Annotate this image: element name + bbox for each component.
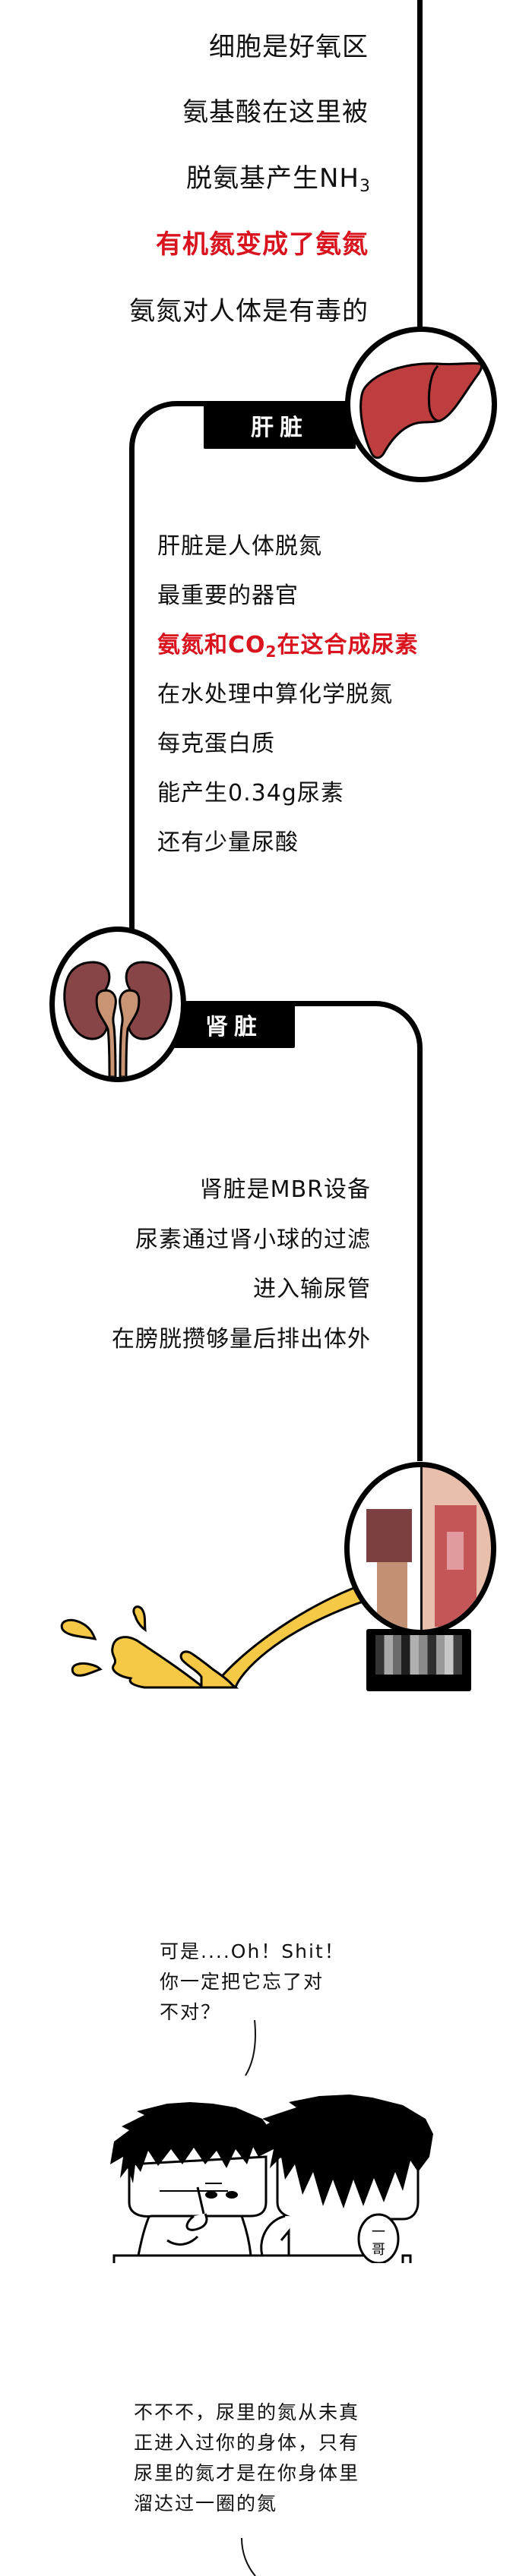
liver-icon xyxy=(359,361,483,459)
speech-bubble-1: 可是....Oh！Shit！ 你一定把它忘了对 不对？ xyxy=(160,1940,345,2023)
subscript: 2 xyxy=(265,642,277,661)
text-line: 进入输尿管 xyxy=(253,1276,371,1302)
flow-line xyxy=(417,0,423,346)
text-main: 脱氨基产生NH xyxy=(186,163,359,194)
kidney-icon xyxy=(63,961,173,1077)
kidney-label-text: 肾脏 xyxy=(205,1014,263,1040)
text-line: 每克蛋白质 xyxy=(157,731,275,757)
liver-label-text: 肝脏 xyxy=(251,414,309,441)
text-line: 氨氮对人体是有毒的 xyxy=(129,296,369,327)
text-line: 最重要的器官 xyxy=(157,582,299,609)
text-line: 能产生0.34g尿素 xyxy=(157,780,344,807)
text-main: 在这合成尿素 xyxy=(277,632,419,658)
text-line: 肝脏是人体脱氮 xyxy=(157,533,322,560)
text-line: 还有少量尿酸 xyxy=(157,829,299,856)
liver-label: 肝脏 xyxy=(204,401,356,449)
kidney-label: 肾脏 xyxy=(173,1001,295,1048)
flow-line-corner xyxy=(129,401,182,454)
flow-line xyxy=(129,451,135,937)
mosaic-icon xyxy=(375,1635,462,1675)
liver-icon-circle xyxy=(345,327,497,482)
character-badge-text: 一 xyxy=(372,2224,385,2240)
pixelated-organ-icon xyxy=(447,1532,464,1570)
text-main: 氨氮和CO xyxy=(157,632,266,658)
text-line: 在膀胱攒够量后排出体外 xyxy=(112,1326,371,1353)
divider-line xyxy=(420,1467,423,1630)
subscript: 3 xyxy=(359,177,371,196)
highlight-line: 有机氮变成了氨氮 xyxy=(156,229,369,260)
speech-bubble-2: 不不不，尿里的氮从未真 正进入过你的身体，只有 尿里的氮才是在你身体里 溜达过一… xyxy=(134,2401,360,2514)
censored-label xyxy=(366,1629,471,1691)
highlight-line: 氨氮和CO2在这合成尿素 xyxy=(157,629,418,668)
flow-line-corner xyxy=(369,1001,423,1054)
speech-tail xyxy=(245,2019,256,2076)
text-line: 氨基酸在这里被 xyxy=(182,97,369,128)
flow-line xyxy=(417,1051,423,1461)
pixelated-organ-icon xyxy=(377,1562,407,1630)
text-line: 脱氨基产生NH3 xyxy=(186,162,371,204)
text-line: 细胞是好氧区 xyxy=(209,32,369,62)
pixelated-organ-icon xyxy=(366,1509,412,1562)
text-line: 在水处理中算化学脱氮 xyxy=(157,681,393,708)
flow-line xyxy=(289,1001,372,1006)
urine-stream-icon xyxy=(60,1584,365,1689)
text-line: 尿素通过肾小球的过滤 xyxy=(135,1226,371,1253)
text-line: 肾脏是MBR设备 xyxy=(199,1176,371,1203)
comic-characters: 一 哥 xyxy=(110,2095,433,2263)
kidney-icon-circle xyxy=(49,927,186,1082)
svg-text:哥: 哥 xyxy=(372,2242,385,2258)
pixelated-organ-circle xyxy=(344,1462,496,1635)
speech-tail xyxy=(241,2537,256,2576)
